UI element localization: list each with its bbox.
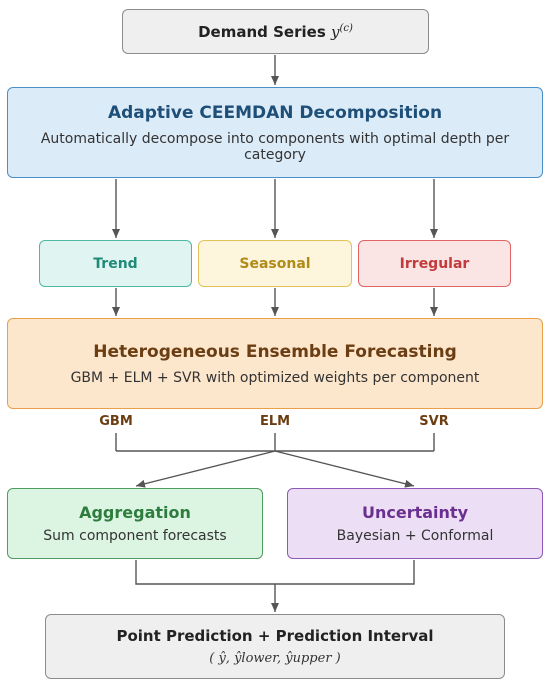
uncertainty-title: Uncertainty [361,503,468,522]
output-title: Point Prediction + Prediction Interval [116,627,434,645]
input-box: Demand Series y(c) [122,9,429,54]
seasonal-box: Seasonal [198,240,352,287]
decomposition-title: Adaptive CEEMDAN Decomposition [107,102,443,123]
input-title: Demand Series y(c) [198,23,353,41]
output-formula: ( ŷ, ŷlower, ŷupper ) [209,651,341,666]
arrow-to-aggregation [135,450,276,488]
aggregation-subtitle: Sum component forecasts [43,528,227,544]
irregular-box: Irregular [358,240,511,287]
uncertainty-box: Uncertainty Bayesian + Conformal [287,488,543,559]
arrow-to-uncertainty [274,450,415,488]
input-math: y(c) [330,22,353,41]
aggregation-box: Aggregation Sum component forecasts [7,488,263,559]
decomposition-box: Adaptive CEEMDAN Decomposition Automatic… [7,87,543,178]
model-elm-label: ELM [259,414,291,429]
uncertainty-subtitle: Bayesian + Conformal [336,528,494,544]
aggregation-title: Aggregation [79,503,191,522]
output-box: Point Prediction + Prediction Interval (… [45,614,505,679]
decomposition-subtitle: Automatically decompose into components … [40,130,510,163]
ensemble-subtitle: GBM + ELM + SVR with optimized weights p… [70,369,480,386]
ensemble-title: Heterogeneous Ensemble Forecasting [93,341,457,362]
trend-label: Trend [93,255,138,272]
seasonal-label: Seasonal [239,255,311,272]
ensemble-box: Heterogeneous Ensemble Forecasting GBM +… [7,318,543,409]
irregular-label: Irregular [399,255,470,272]
model-gbm-label: GBM [99,414,133,429]
model-svr-label: SVR [419,414,449,429]
trend-box: Trend [39,240,192,287]
input-label: Demand Series [198,22,326,41]
merge-lines [135,560,415,585]
